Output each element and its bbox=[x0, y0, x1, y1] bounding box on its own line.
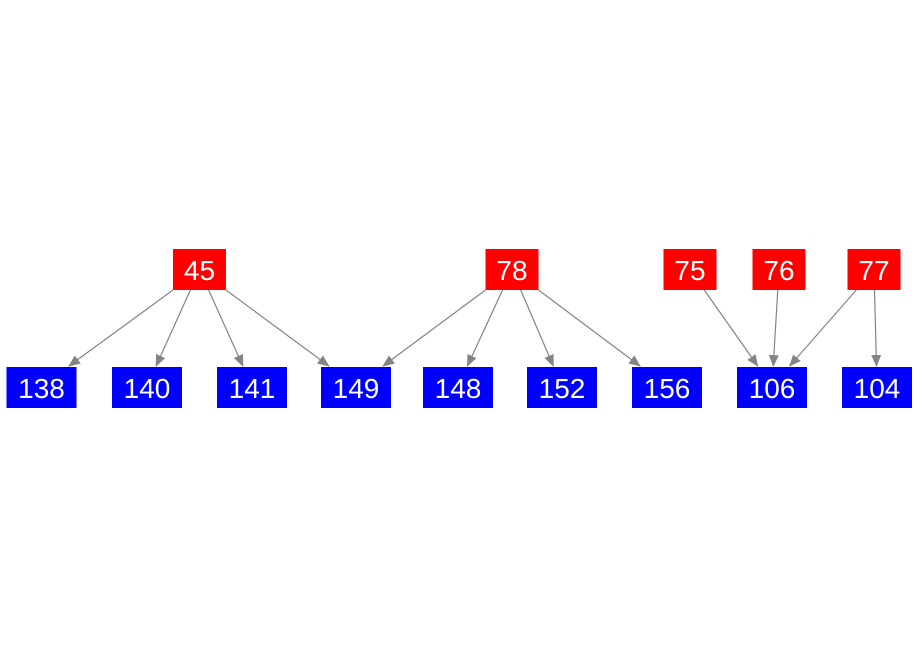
node-label-75: 75 bbox=[674, 255, 705, 286]
node-box-140 bbox=[112, 367, 182, 408]
node-141: 141 bbox=[217, 367, 287, 408]
node-77: 77 bbox=[847, 249, 901, 290]
node-box-141 bbox=[217, 367, 287, 408]
node-label-156: 156 bbox=[644, 373, 691, 404]
edge-45-149 bbox=[225, 289, 330, 367]
edge-78-152 bbox=[520, 289, 554, 367]
node-76: 76 bbox=[752, 249, 806, 290]
node-45: 45 bbox=[173, 249, 226, 290]
node-box-45 bbox=[173, 249, 226, 290]
edge-77-104 bbox=[871, 289, 882, 367]
edge-76-106 bbox=[768, 289, 779, 367]
node-104: 104 bbox=[842, 367, 912, 408]
node-148: 148 bbox=[423, 367, 493, 408]
edge-78-149 bbox=[382, 289, 486, 367]
node-box-138 bbox=[6, 367, 77, 408]
node-box-152 bbox=[527, 367, 597, 408]
node-149: 149 bbox=[321, 367, 391, 408]
edge-78-148 bbox=[466, 289, 504, 367]
node-152: 152 bbox=[527, 367, 597, 408]
node-label-78: 78 bbox=[496, 255, 527, 286]
edge-45-138 bbox=[68, 289, 174, 367]
node-156: 156 bbox=[632, 367, 702, 408]
node-box-156 bbox=[632, 367, 702, 408]
node-label-77: 77 bbox=[858, 255, 889, 286]
node-box-149 bbox=[321, 367, 391, 408]
node-138: 138 bbox=[6, 367, 77, 408]
node-78: 78 bbox=[485, 249, 539, 290]
node-label-148: 148 bbox=[435, 373, 482, 404]
node-label-149: 149 bbox=[333, 373, 380, 404]
node-label-106: 106 bbox=[749, 373, 796, 404]
node-label-76: 76 bbox=[763, 255, 794, 286]
node-box-148 bbox=[423, 367, 493, 408]
edge-45-140 bbox=[155, 289, 191, 367]
edge-75-106 bbox=[703, 289, 759, 367]
edge-78-156 bbox=[538, 289, 641, 367]
node-106: 106 bbox=[737, 367, 807, 408]
node-75: 75 bbox=[663, 249, 717, 290]
node-box-75 bbox=[663, 249, 717, 290]
node-label-141: 141 bbox=[229, 373, 276, 404]
edge-45-141 bbox=[208, 289, 244, 367]
node-label-104: 104 bbox=[854, 373, 901, 404]
node-label-138: 138 bbox=[18, 373, 65, 404]
node-box-106 bbox=[737, 367, 807, 408]
node-box-78 bbox=[485, 249, 539, 290]
node-label-45: 45 bbox=[184, 255, 215, 286]
node-box-104 bbox=[842, 367, 912, 408]
node-box-76 bbox=[752, 249, 806, 290]
node-label-140: 140 bbox=[124, 373, 171, 404]
edge-77-106 bbox=[789, 289, 857, 367]
node-140: 140 bbox=[112, 367, 182, 408]
node-box-77 bbox=[847, 249, 901, 290]
node-label-152: 152 bbox=[539, 373, 586, 404]
